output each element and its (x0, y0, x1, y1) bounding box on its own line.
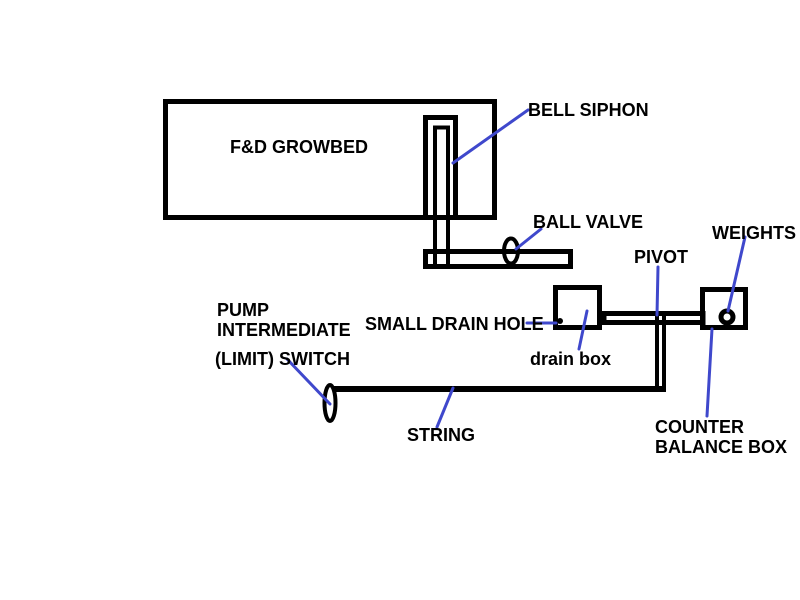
bell-siphon-pointer-line (451, 108, 530, 165)
lever-arm (601, 311, 706, 325)
bell-siphon-label: BELL SIPHON (528, 100, 649, 120)
counter-balance-label-line1: COUNTER (655, 417, 744, 437)
drain-pipe (423, 249, 573, 269)
ball-valve-shape (502, 236, 520, 266)
small-drain-hole-shape (557, 318, 563, 324)
limit-switch-pointer-line (285, 357, 332, 406)
small-drain-hole-label: SMALL DRAIN HOLE (365, 314, 544, 334)
bell-siphon-outer-bell (423, 115, 458, 220)
pump-switch-label-line3: (LIMIT) SWITCH (215, 349, 350, 369)
ball-valve-label: BALL VALVE (533, 212, 644, 232)
weight-ring (718, 308, 736, 326)
drain-box-label: drain box (530, 349, 612, 369)
drain-box-pointer-line (577, 309, 589, 351)
pivot-label: PIVOT (634, 247, 689, 267)
growbed-box (163, 99, 497, 220)
string-label: STRING (407, 425, 476, 445)
string-pointer-line (435, 386, 455, 429)
pivot-pointer-line (655, 265, 660, 317)
growbed-label: F&D GROWBED (230, 137, 368, 157)
drain-box-shape (553, 285, 602, 330)
bell-siphon-standpipe (433, 125, 450, 267)
pump-limit-switch-shape (322, 383, 338, 423)
pump-switch-label-line2: INTERMEDIATE (217, 320, 351, 340)
pivot-rod (655, 315, 666, 391)
counter-balance-box-shape (700, 287, 748, 330)
weights-pointer-line (726, 235, 747, 313)
pump-switch-label-line1: PUMP (217, 300, 270, 320)
weights-label: WEIGHTS (712, 223, 796, 243)
counter-balance-label-line2: BALANCE BOX (655, 437, 788, 457)
ball-valve-pointer-line (514, 227, 543, 251)
counter-balance-pointer-line (705, 327, 714, 418)
